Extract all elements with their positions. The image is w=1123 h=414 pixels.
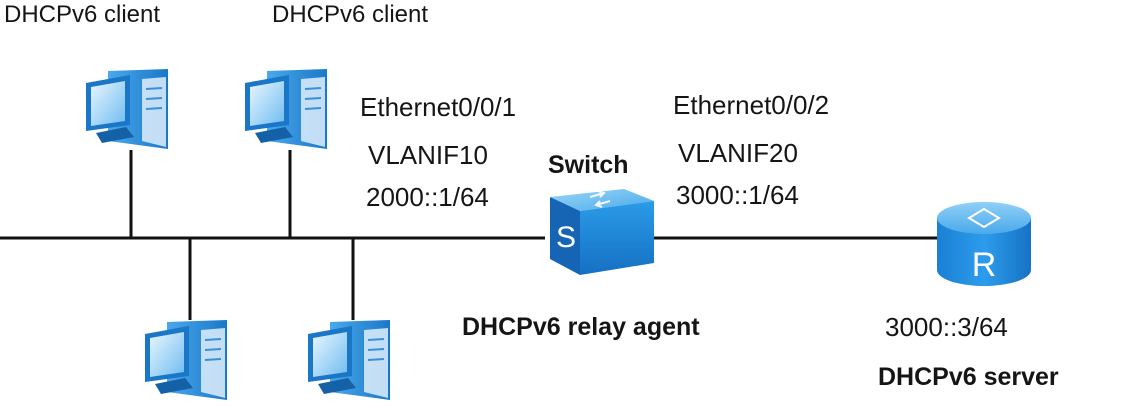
pc-icon (308, 320, 390, 400)
left-vlan-label: VLANIF10 (368, 140, 488, 170)
router-letter: R (972, 246, 997, 284)
right-ip-label: 3000::1/64 (676, 180, 799, 210)
pc-icon (245, 69, 327, 149)
right-vlan-label: VLANIF20 (678, 138, 798, 168)
client-label-1: DHCPv6 client (4, 1, 161, 28)
switch-name-label: Switch (548, 151, 629, 179)
server-ip-label: 3000::3/64 (885, 312, 1008, 342)
left-ip-label: 2000::1/64 (366, 182, 489, 212)
switch-icon: S (550, 189, 654, 275)
server-role-label: DHCPv6 server (878, 363, 1059, 391)
switch-letter: S (556, 221, 576, 254)
left-interface-label: Ethernet0/0/1 (360, 92, 517, 122)
right-interface-label: Ethernet0/0/2 (673, 90, 830, 120)
router-icon: R (937, 202, 1031, 286)
pc-icon (145, 320, 227, 400)
pc-icon (86, 69, 168, 149)
client-label-2: DHCPv6 client (272, 1, 429, 28)
relay-agent-label: DHCPv6 relay agent (462, 313, 700, 341)
network-links (0, 150, 945, 320)
